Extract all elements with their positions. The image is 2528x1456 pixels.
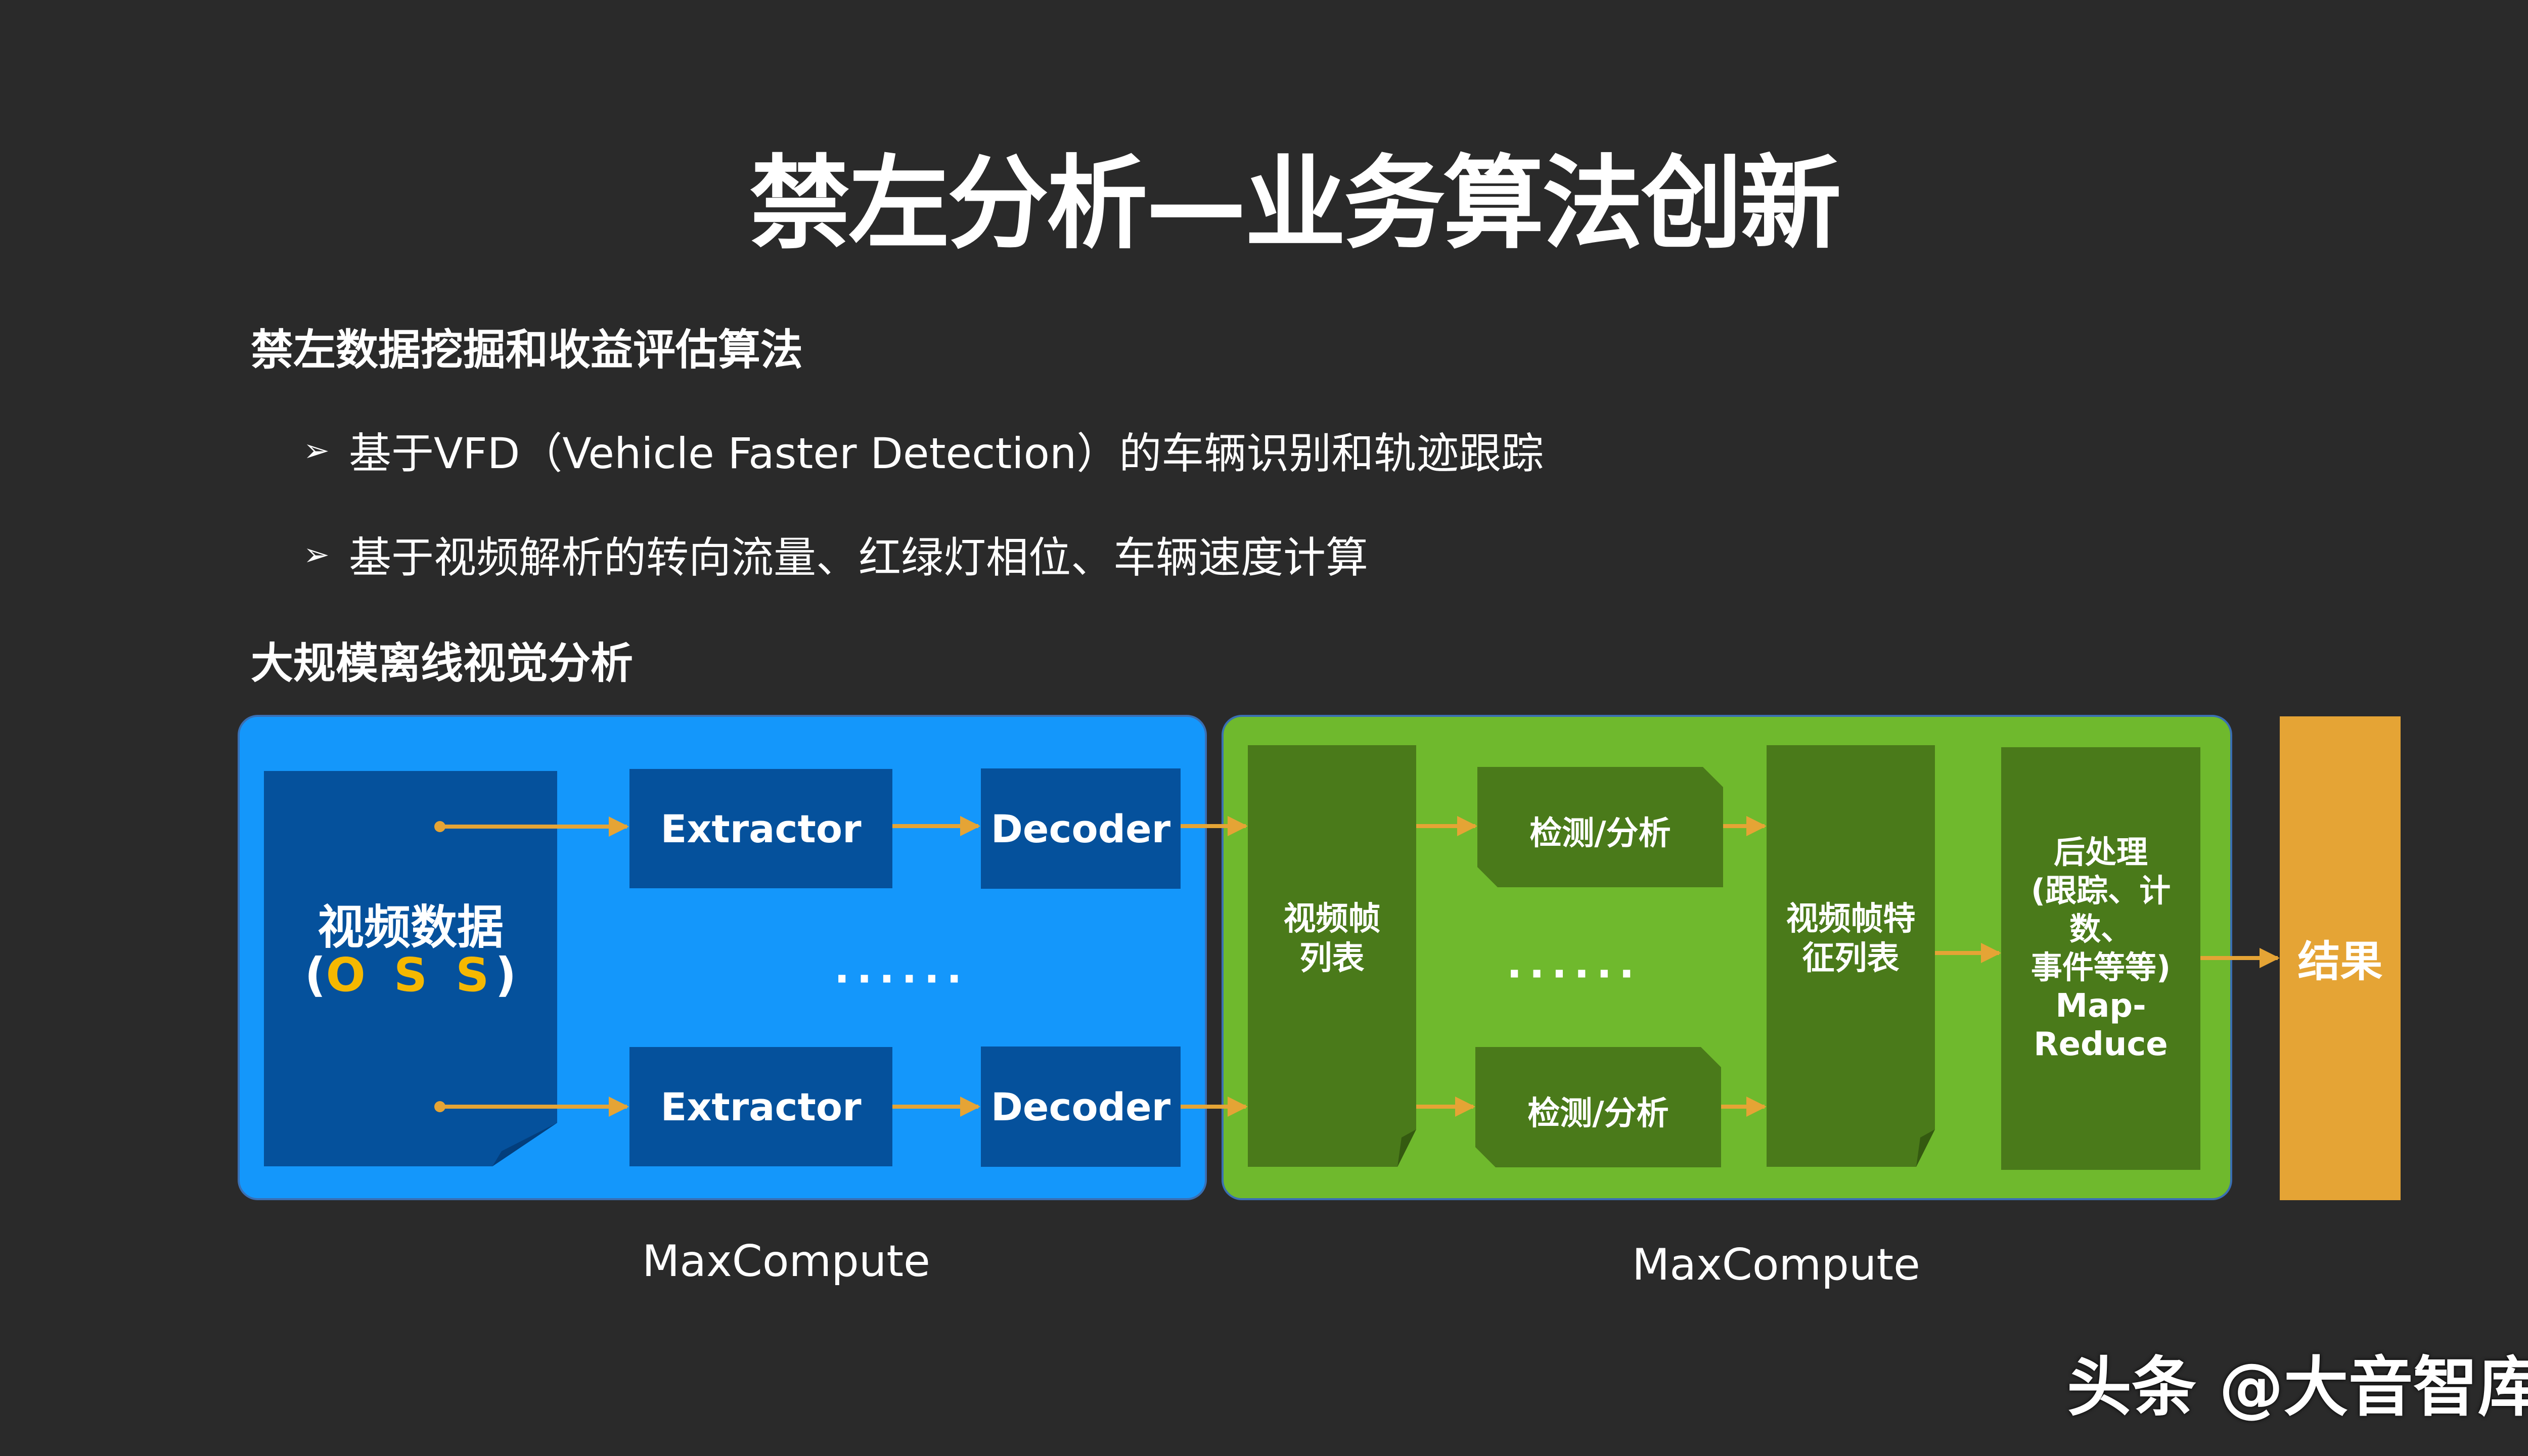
frame-feature-list-block: 视频帧特 征列表 [1767,745,1935,1167]
snipped-rectangle-shape [1475,1047,1721,1167]
ellipsis: ······ [1507,950,1642,997]
label-line: 视频帧特 [1786,900,1916,938]
paren-close: ) [495,948,517,1002]
label-line: 事件等等) [2030,949,2171,986]
frame-list-block: 视频帧 列表 [1248,745,1416,1167]
video-data-source-block: 视频数据 (O S S) [264,771,557,1166]
post-process-block: 后处理 (跟踪、计数、 事件等等) Map-Reduce [2001,747,2200,1170]
folded-document-shape [1767,745,1935,1167]
bullet-text: 基于视频解析的转向流量、红绿灯相位、车辆速度计算 [348,533,1368,582]
decoder-block: Decoder [981,768,1181,889]
bullet-text: 基于VFD（Vehicle Faster Detection）的车辆识别和轨迹跟… [348,429,1544,478]
frame-feature-list-label: 视频帧特 征列表 [1767,899,1935,978]
detect-analyze-block: 检测/分析 [1475,1047,1721,1167]
ellipsis: ······ [834,956,969,1003]
arrowhead-bullet-icon: ➢ [303,432,330,469]
map-reduce-label: Map-Reduce [2034,987,2168,1063]
section-heading-mining: 禁左数据挖掘和收益评估算法 [251,325,803,375]
green-stage-caption: MaxCompute [1632,1240,1920,1290]
detect-analyze-block: 检测/分析 [1477,767,1723,887]
oss-text: O S S [326,948,495,1002]
extractor-block: Extractor [629,769,892,888]
label-line: 列表 [1299,940,1365,977]
frame-list-label: 视频帧 列表 [1248,899,1416,978]
snipped-rectangle-shape [1477,767,1723,887]
arrowhead-bullet-icon: ➢ [303,536,330,573]
bullet-item: ➢ 基于VFD（Vehicle Faster Detection）的车辆识别和轨… [303,420,1544,481]
extractor-block: Extractor [629,1047,892,1166]
paren-open: ( [304,948,326,1002]
folded-document-shape [1248,745,1416,1167]
blue-stage-caption: MaxCompute [642,1236,930,1287]
folded-document-shape [264,771,557,1166]
detect-analyze-label: 检测/分析 [1527,1095,1669,1132]
watermark: 头条 @大音智库 [2067,1350,2528,1425]
oss-label: (O S S) [264,948,557,1002]
label-line: (跟踪、计数、 [2030,872,2171,947]
label-line: 征列表 [1802,940,1900,977]
detect-analyze-label: 检测/分析 [1529,815,1671,852]
section-heading-vision: 大规模离线视觉分析 [251,639,634,688]
label-line: 后处理 [2053,834,2148,871]
label-line: 视频帧 [1283,900,1381,938]
result-block: 结果 [2280,716,2401,1200]
video-data-label: 视频数据 [317,900,504,954]
bullet-item: ➢ 基于视频解析的转向流量、红绿灯相位、车辆速度计算 [303,524,1368,585]
decoder-block: Decoder [981,1046,1181,1167]
slide-title: 禁左分析—业务算法创新 [749,145,1841,263]
